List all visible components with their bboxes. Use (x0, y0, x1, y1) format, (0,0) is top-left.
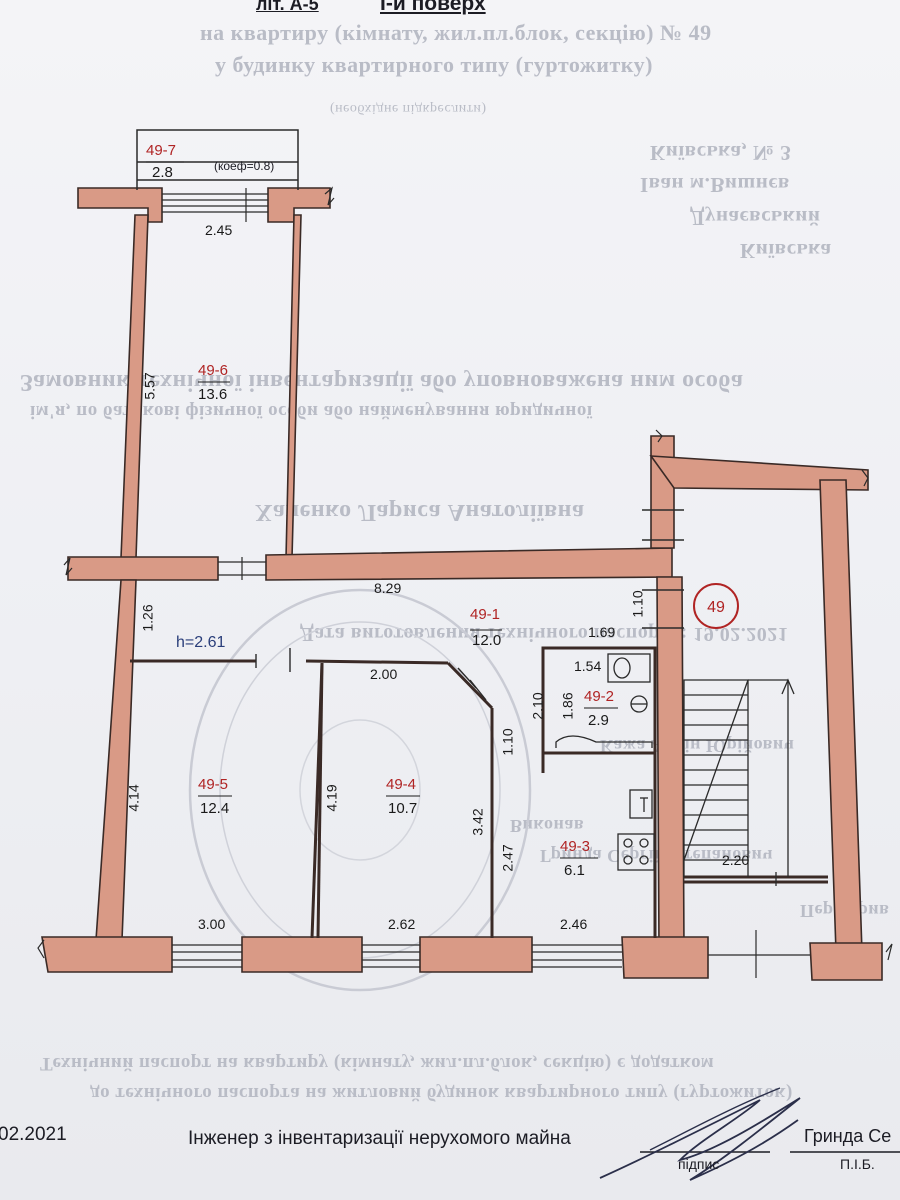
floor-label: І-й поверх (380, 0, 486, 15)
wall-stair-top (649, 455, 869, 491)
handwritten-signature (599, 1097, 801, 1181)
room-49-1-area: 12.0 (472, 632, 502, 649)
faded-line-1: на квартиру (кімнату, жил.пл.блок, секці… (200, 20, 712, 45)
footer-date: 02.2021 (0, 1124, 67, 1145)
lit-label: літ. А-5 (256, 0, 319, 14)
dim-2-46: 2.46 (560, 916, 588, 932)
room-49-7-area: 2.8 (152, 164, 173, 181)
wall-bottom-4 (621, 936, 709, 979)
dim-2-45: 2.45 (205, 222, 233, 238)
apartment-number: 49 (707, 599, 725, 616)
room-49-6-id: 49-6 (198, 362, 229, 379)
dim-2-20: 2.20 (722, 852, 750, 868)
room-49-3-id: 49-3 (560, 838, 591, 855)
room-49-2-area: 2.9 (588, 712, 609, 729)
wall-bottom-1 (41, 936, 173, 973)
room-49-5-id: 49-5 (198, 776, 229, 793)
dim-3-00: 3.00 (198, 916, 226, 932)
footer-engineer: Інженер з інвентаризації нерухомого майн… (188, 1128, 571, 1149)
footer-name: Гринда Се (804, 1126, 892, 1146)
faded-line-2: у будинку квартирного типу (гуртожитку) (215, 52, 653, 77)
room-49-1-id: 49-1 (470, 606, 501, 623)
dim-1-54: 1.54 (574, 658, 602, 674)
room-49-5-area: 12.4 (200, 800, 230, 817)
wall-top-right (267, 187, 331, 223)
coef-label: (коеф=0.8) (214, 159, 275, 173)
room-49-2-id: 49-2 (584, 688, 615, 705)
height-label: h=2.61 (176, 634, 226, 651)
name-label: П.І.Б. (840, 1156, 875, 1172)
room-49-7-id: 49-7 (146, 142, 177, 159)
room-49-4-id: 49-4 (386, 776, 417, 793)
room-49-6-area: 13.6 (198, 386, 228, 403)
room-49-4-area: 10.7 (388, 800, 418, 817)
dim-2-00: 2.00 (370, 666, 398, 682)
wall-bottom-5 (809, 942, 883, 981)
dim-8-29: 8.29 (374, 580, 402, 596)
dim-1-69: 1.69 (588, 624, 616, 640)
signature-label: підпис (678, 1156, 720, 1172)
room-49-3-area: 6.1 (564, 862, 585, 879)
dim-2-62: 2.62 (388, 916, 416, 932)
